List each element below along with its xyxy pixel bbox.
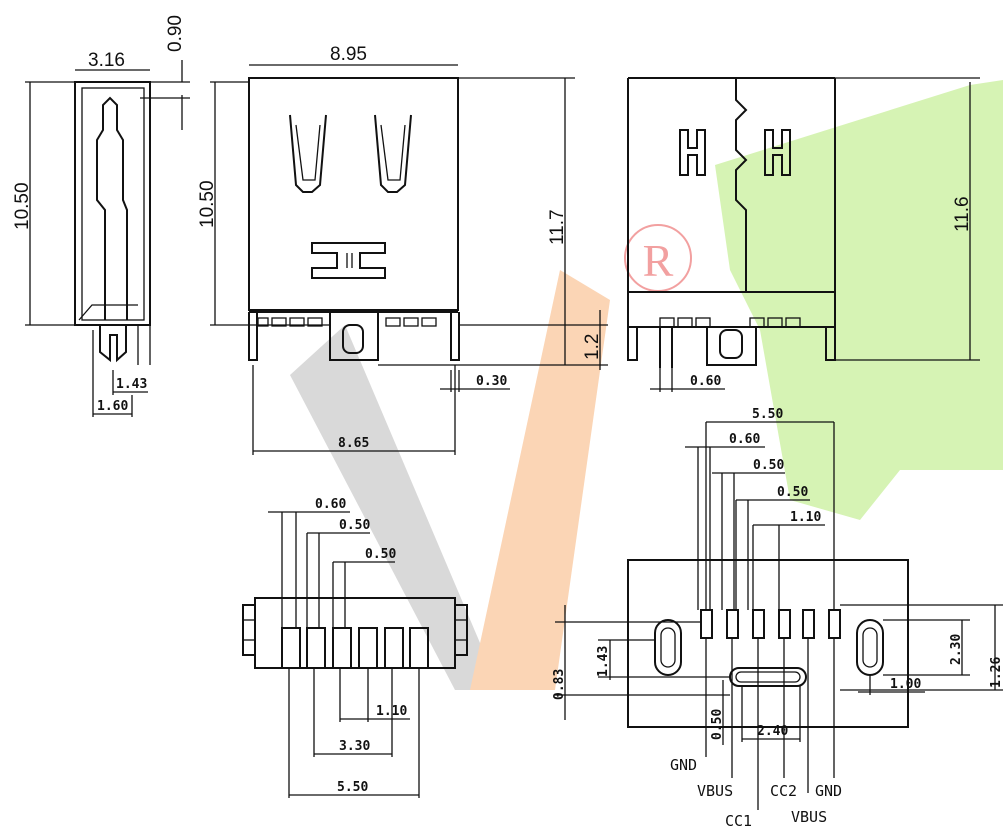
side-view: 3.16 0.90 10.50 1.43 1.60 <box>12 15 190 417</box>
dim-bottom-span-b: 3.30 <box>339 739 370 754</box>
dim-front-pin-thk: 0.30 <box>476 374 507 389</box>
dim-footprint-100: 1.00 <box>890 677 921 692</box>
dim-front-tail: 1.2 <box>582 334 603 360</box>
watermark-orange-stroke <box>470 270 610 690</box>
dim-rear-pin-gap: 0.60 <box>690 374 721 389</box>
front-view: 8.95 10.50 11.7 1.2 0.30 8.65 <box>197 44 608 455</box>
dim-bottom-pitch-b: 0.50 <box>339 518 370 533</box>
dim-side-pin-pitch: 1.43 <box>116 377 147 392</box>
dim-footprint-126: 1.26 <box>989 657 1003 688</box>
dim-front-body-height: 10.50 <box>197 180 218 228</box>
pin-label-cc2: CC2 <box>770 782 797 800</box>
dim-side-width: 3.16 <box>88 50 125 71</box>
watermark-green-shape <box>715 80 1003 520</box>
dim-footprint-pitch-d: 1.10 <box>790 510 821 525</box>
rear-view: 11.6 0.60 <box>627 77 980 392</box>
dim-footprint-pitch-b: 0.50 <box>753 458 784 473</box>
dim-footprint-230: 2.30 <box>949 634 964 665</box>
dim-front-total-height: 11.7 <box>547 209 568 245</box>
dim-footprint-span: 5.50 <box>752 407 783 422</box>
bottom-view: 0.60 0.50 0.50 1.10 3.30 5.50 <box>242 497 468 798</box>
registered-mark-letter: R <box>643 235 674 286</box>
dim-side-top-offset: 0.90 <box>165 15 186 52</box>
pin-label-gnd-1: GND <box>670 756 697 774</box>
dim-side-height: 10.50 <box>12 182 33 230</box>
dim-footprint-slot: 2.40 <box>757 724 788 739</box>
dim-bottom-pitch-c: 0.50 <box>365 547 396 562</box>
dim-bottom-pitch-a: 0.60 <box>315 497 346 512</box>
pin-label-vbus-2: VBUS <box>791 808 827 826</box>
dim-bottom-span-c: 5.50 <box>337 780 368 795</box>
pin-label-vbus-1: VBUS <box>697 782 733 800</box>
dim-footprint-143: 1.43 <box>596 646 611 677</box>
dim-footprint-083: 0.83 <box>552 669 567 700</box>
dim-side-pin-offset: 1.60 <box>97 399 128 414</box>
dim-footprint-050: 0.50 <box>710 709 725 740</box>
dim-rear-height: 11.6 <box>952 196 973 232</box>
pin-label-gnd-2: GND <box>815 782 842 800</box>
footprint-view: 5.50 0.60 0.50 0.50 1.10 0.83 1.43 0.50 … <box>552 407 1003 830</box>
dim-footprint-pitch-c: 0.50 <box>777 485 808 500</box>
dim-front-width: 8.95 <box>330 44 367 65</box>
dim-front-foot-span: 8.65 <box>338 436 369 451</box>
dim-footprint-pitch-a: 0.60 <box>729 432 760 447</box>
pin-label-cc1: CC1 <box>725 812 752 830</box>
